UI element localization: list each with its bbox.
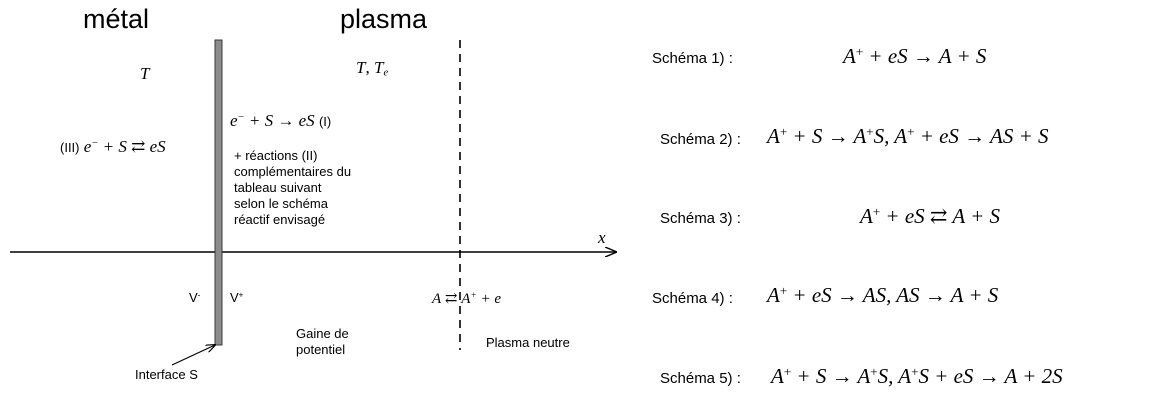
- reactions-II-note: + réactions (II) complémentaires du tabl…: [234, 148, 352, 227]
- scheme-1-part: +: [855, 43, 864, 59]
- scheme-5-part: S, A: [877, 364, 912, 388]
- scheme-2-part: + eS → AS + S: [914, 124, 1049, 148]
- neutral-plasma-label: Plasma neutre: [486, 335, 570, 350]
- scheme-3-equation: A+ + eS ⇄ A + S: [860, 204, 1000, 229]
- scheme-4-part: +: [779, 282, 788, 298]
- scheme-1-equation: A+ + eS → A + S: [843, 44, 986, 69]
- interface-wall: [214, 39, 223, 346]
- x-axis-label: x: [598, 228, 606, 247]
- scheme-1-part: A: [843, 44, 856, 68]
- scheme-2-part: A: [767, 124, 780, 148]
- scheme-5-label: Schéma 5) :: [660, 370, 741, 387]
- scheme-2-part: S, A: [873, 124, 908, 148]
- reaction-III: (III) e− + S ⇄ eS: [60, 137, 166, 156]
- scheme-5-part: +: [783, 363, 792, 379]
- scheme-3-part: +: [872, 203, 881, 219]
- scheme-4-part: + eS → AS, AS → A + S: [787, 283, 999, 307]
- interface-label: Interface S: [135, 367, 198, 382]
- scheme-3-part: A + S: [947, 204, 1001, 228]
- v-plus-label: V+: [230, 290, 244, 305]
- scheme-1-part: + eS → A + S: [863, 44, 987, 68]
- sheath-label: Gaine de potentiel: [296, 326, 349, 357]
- scheme-2-part: +: [866, 123, 874, 139]
- scheme-5-part: +: [911, 363, 919, 379]
- v-minus-label: V-: [189, 290, 201, 305]
- scheme-2-part: + S → A: [787, 124, 867, 148]
- plasma-title: plasma: [340, 4, 428, 34]
- ionization-equilibrium: A ⇄ A+ + e: [432, 290, 501, 307]
- scheme-2-part: +: [779, 123, 788, 139]
- scheme-4-label: Schéma 4) :: [652, 290, 733, 307]
- scheme-4-equation: A+ + eS → AS, AS → A + S: [767, 283, 998, 308]
- reaction-I: e− + S → eS (I): [230, 111, 332, 130]
- scheme-4-part: A: [767, 283, 780, 307]
- metal-title: métal: [83, 4, 150, 34]
- scheme-3-part: ⇄: [929, 204, 948, 228]
- scheme-5-equation: A+ + S → A+S, A+S + eS → A + 2S: [771, 364, 1063, 389]
- scheme-3-label: Schéma 3) :: [660, 210, 741, 227]
- scheme-1-label: Schéma 1) :: [652, 50, 733, 67]
- scheme-3-part: + eS: [880, 204, 930, 228]
- scheme-3-part: A: [860, 204, 873, 228]
- scheme-5-part: + S → A: [791, 364, 871, 388]
- plasma-temperatures: T, Te: [356, 58, 389, 79]
- metal-temperature: T: [140, 64, 150, 83]
- scheme-5-part: A: [771, 364, 784, 388]
- scheme-5-part: S + eS → A + 2S: [918, 364, 1063, 388]
- scheme-5-part: +: [870, 363, 878, 379]
- scheme-2-label: Schéma 2) :: [660, 131, 741, 148]
- scheme-2-equation: A+ + S → A+S, A+ + eS → AS + S: [767, 124, 1049, 149]
- scheme-2-part: +: [907, 123, 915, 139]
- interface-pointer-arrow: [171, 345, 215, 366]
